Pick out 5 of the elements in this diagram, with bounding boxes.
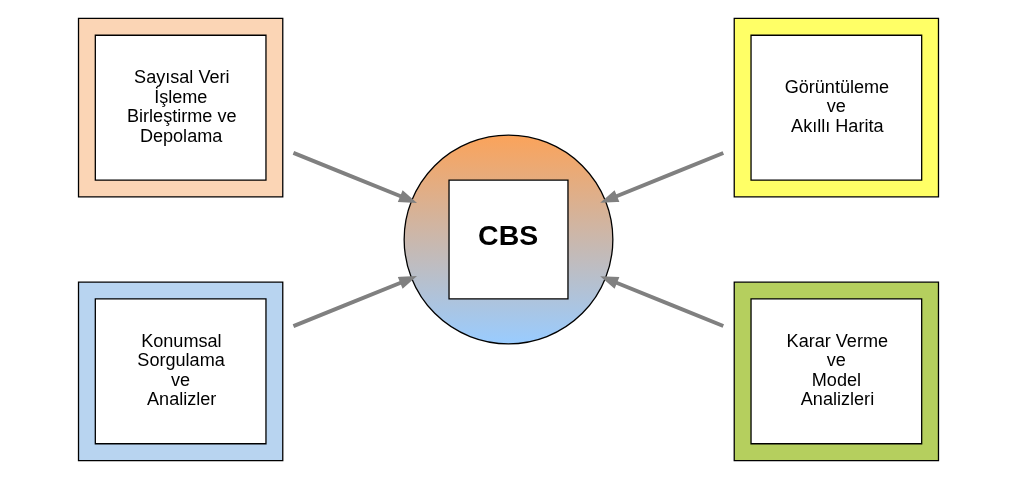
arrow [600, 151, 725, 203]
arrow [292, 151, 418, 203]
node-circle: CBS [403, 134, 614, 345]
arrow [600, 276, 725, 328]
arrow [292, 276, 418, 328]
